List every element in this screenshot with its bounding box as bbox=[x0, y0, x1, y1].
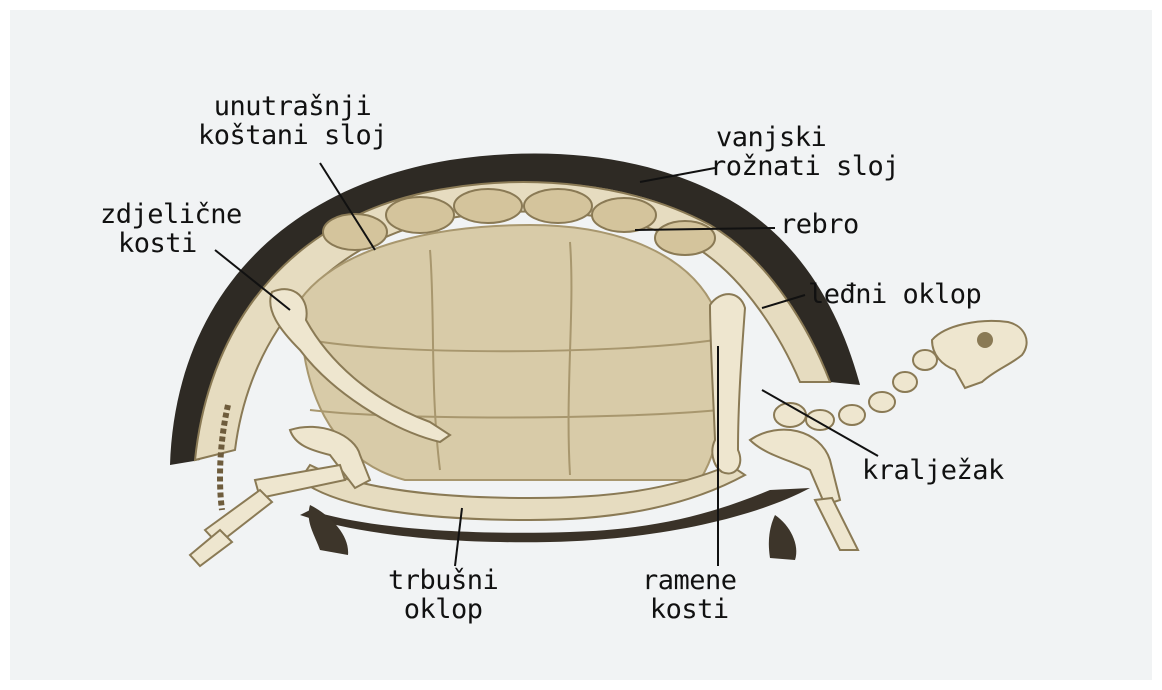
label-plastron: trbušni oklop bbox=[388, 566, 498, 624]
skull bbox=[932, 321, 1027, 388]
label-rib: rebro bbox=[780, 210, 859, 239]
diagram-canvas: unutrašnji koštani sloj vanjski rožnati … bbox=[10, 10, 1152, 680]
skull-eye-socket bbox=[977, 332, 993, 348]
label-shoulder-bones: ramene kosti bbox=[642, 566, 737, 624]
shell-interior bbox=[300, 225, 723, 480]
label-inner-bony-layer: unutrašnji koštani sloj bbox=[198, 92, 387, 150]
shoulder-bone bbox=[710, 294, 745, 473]
turtle-skeleton-illustration bbox=[10, 10, 1152, 680]
label-vertebra: kralježak bbox=[862, 456, 1004, 485]
label-outer-horny-layer: vanjski rožnati sloj bbox=[710, 123, 899, 181]
label-pelvic-bones: zdjelične kosti bbox=[100, 200, 242, 258]
label-carapace: leđni oklop bbox=[808, 280, 981, 309]
